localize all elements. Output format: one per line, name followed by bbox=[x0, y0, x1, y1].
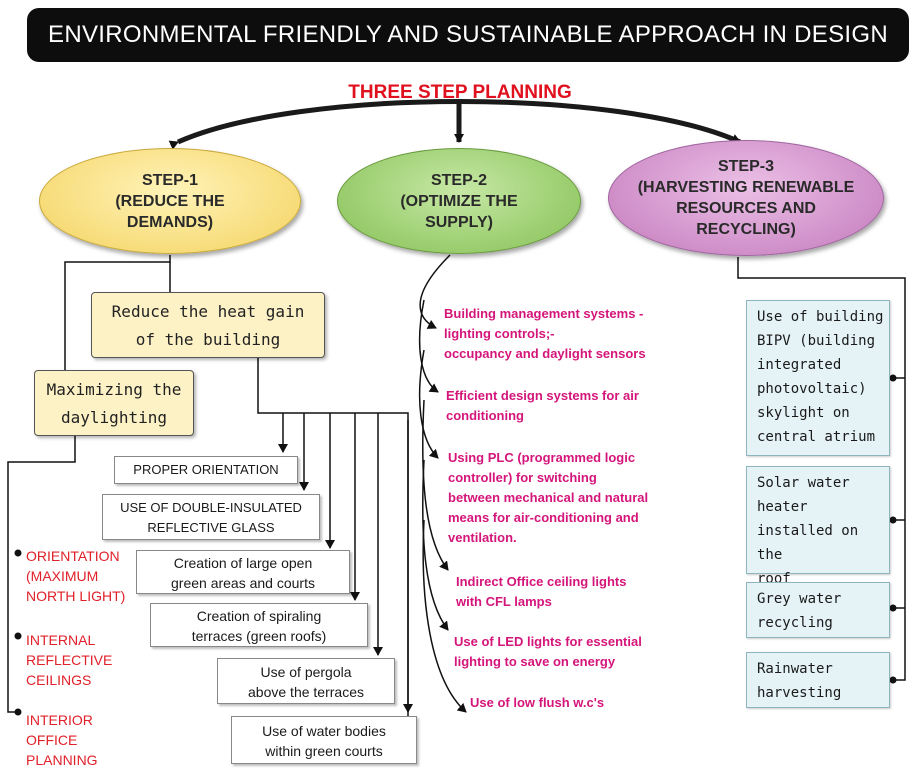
step-3-item-line: central atrium bbox=[757, 429, 876, 445]
step-3-item-line: installed on the bbox=[757, 523, 859, 563]
heat-item-line: PROPER ORIENTATION bbox=[133, 462, 279, 477]
heat-item-line: REFLECTIVE GLASS bbox=[147, 520, 275, 535]
step-3-item-line: integrated bbox=[757, 357, 842, 373]
step-3-item-line: Use of building bbox=[757, 309, 884, 325]
step-2-item: Efficient design systems for air conditi… bbox=[446, 386, 736, 426]
step-3-line: RESOURCES AND bbox=[676, 200, 816, 217]
daylight-item-line: REFLECTIVE bbox=[26, 652, 113, 668]
step-3-item-line: Rainwater bbox=[757, 661, 833, 677]
daylight-item-line: CEILINGS bbox=[26, 672, 92, 688]
step-2-item-line: Use of low flush w.c's bbox=[470, 695, 605, 710]
heat-item-line: Use of water bodies bbox=[262, 723, 386, 739]
step-3-item-line: harvesting bbox=[757, 685, 842, 701]
step-2-oval: STEP-2 (OPTIMIZE THE SUPPLY) bbox=[337, 148, 581, 254]
daylight-item: INTERNAL REFLECTIVE CEILINGS bbox=[26, 630, 136, 690]
daylight-item-line: INTERIOR bbox=[26, 712, 93, 728]
step-3-item: Use of building BIPV (building integrate… bbox=[746, 300, 890, 456]
page-title: ENVIRONMENTAL FRIENDLY AND SUSTAINABLE A… bbox=[27, 8, 909, 62]
step-3-item-line: Grey water bbox=[757, 591, 842, 607]
heat-item-line: USE OF DOUBLE-INSULATED bbox=[120, 500, 302, 515]
step-2-item-line: lighting controls;- bbox=[444, 326, 555, 341]
heat-item-line: above the terraces bbox=[248, 684, 364, 700]
step-2-item-line: between mechanical and natural bbox=[448, 490, 649, 505]
daylighting-box: Maximizing the daylighting bbox=[34, 370, 194, 436]
heat-item: PROPER ORIENTATION bbox=[114, 456, 298, 484]
step-3-line: STEP-3 bbox=[717, 158, 774, 175]
daylight-item-line: OFFICE bbox=[26, 732, 78, 748]
step-2-item-line: occupancy and daylight sensors bbox=[444, 346, 646, 361]
daylight-item-line: PLANNING bbox=[26, 752, 98, 768]
step-3-item-line: Solar water bbox=[757, 475, 850, 491]
step-2-item-line: Using PLC (programmed logic bbox=[448, 450, 636, 465]
heat-item: Use of water bodies within green courts bbox=[231, 716, 417, 764]
step-1-line: DEMANDS) bbox=[126, 213, 214, 231]
step-3-line: RECYCLING) bbox=[696, 221, 796, 238]
step-2-line: (OPTIMIZE THE bbox=[400, 192, 518, 210]
step-2-item-line: Efficient design systems for air bbox=[446, 388, 639, 403]
daylight-item: INTERIOR OFFICE PLANNING bbox=[26, 710, 136, 770]
daylight-item-line: ORIENTATION bbox=[26, 548, 120, 564]
heat-item-line: Creation of large open bbox=[173, 555, 313, 571]
step-2-item: Use of LED lights for essential lighting… bbox=[454, 632, 744, 672]
heat-item: USE OF DOUBLE-INSULATED REFLECTIVE GLASS bbox=[102, 494, 320, 540]
step-2-item-line: lighting to save on energy bbox=[454, 654, 616, 669]
daylighting-line: Maximizing the bbox=[46, 380, 182, 399]
step-3-item: Solar water heater installed on the roof bbox=[746, 466, 890, 587]
step-2-item: Building management systems - lighting c… bbox=[444, 304, 734, 364]
subtitle: THREE STEP PLANNING bbox=[348, 82, 572, 103]
heat-item-line: Creation of spiraling bbox=[196, 608, 322, 624]
step-2-item-line: Indirect Office ceiling lights bbox=[456, 574, 627, 589]
step-2-line: SUPPLY) bbox=[425, 213, 493, 231]
step-2-item-line: ventilation. bbox=[448, 530, 517, 545]
step-2-item-line: controller) for switching bbox=[448, 470, 597, 485]
step-3-item: Grey water recycling bbox=[746, 582, 890, 638]
heat-item: Creation of large open green areas and c… bbox=[136, 550, 350, 594]
step-3-item-line: BIPV (building bbox=[757, 333, 876, 349]
step-2-item-line: Use of LED lights for essential bbox=[454, 634, 642, 649]
heat-item-line: terraces (green roofs) bbox=[191, 628, 327, 644]
heat-item-line: within green courts bbox=[265, 743, 383, 759]
step-1-line: (REDUCE THE bbox=[115, 192, 225, 210]
heat-gain-box: Reduce the heat gain of the building bbox=[91, 292, 325, 358]
step-3-line: (HARVESTING RENEWABLE bbox=[637, 179, 855, 196]
daylight-item-line: NORTH LIGHT) bbox=[26, 588, 126, 604]
heat-item: Use of pergola above the terraces bbox=[217, 658, 395, 704]
step-1-oval: STEP-1 (REDUCE THE DEMANDS) bbox=[39, 148, 301, 254]
step-2-item-line: Building management systems - bbox=[444, 306, 644, 321]
step-3-item-line: heater bbox=[757, 499, 808, 515]
heat-gain-line: Reduce the heat gain bbox=[111, 302, 305, 321]
step-2-item-line: with CFL lamps bbox=[456, 594, 552, 609]
daylight-item-line: INTERNAL bbox=[26, 632, 96, 648]
step-3-item-line: recycling bbox=[757, 615, 833, 631]
step-2-item: Using PLC (programmed logic controller) … bbox=[448, 448, 744, 548]
heat-item: Creation of spiraling terraces (green ro… bbox=[150, 603, 368, 647]
step-3-oval: STEP-3 (HARVESTING RENEWABLE RESOURCES A… bbox=[608, 140, 884, 256]
daylight-item-line: (MAXIMUM bbox=[26, 568, 99, 584]
step-3-item-line: photovoltaic) bbox=[757, 381, 867, 397]
step-2-item-line: conditioning bbox=[446, 408, 524, 423]
heat-item-line: green areas and courts bbox=[171, 575, 315, 591]
step-1-line: STEP-1 bbox=[141, 171, 198, 189]
heat-gain-line: of the building bbox=[135, 330, 281, 349]
heat-item-line: Use of pergola bbox=[260, 664, 352, 680]
step-2-item: Use of low flush w.c's bbox=[470, 693, 690, 713]
daylight-item: ORIENTATION (MAXIMUM NORTH LIGHT) bbox=[26, 546, 138, 606]
step-2-line: STEP-2 bbox=[430, 171, 487, 189]
step-2-item: Indirect Office ceiling lights with CFL … bbox=[456, 572, 736, 612]
step-2-item-line: means for air-conditioning and bbox=[448, 510, 639, 525]
step-3-item-line: skylight on bbox=[757, 405, 850, 421]
daylighting-line: daylighting bbox=[61, 408, 167, 427]
step-3-item: Rainwater harvesting bbox=[746, 652, 890, 708]
